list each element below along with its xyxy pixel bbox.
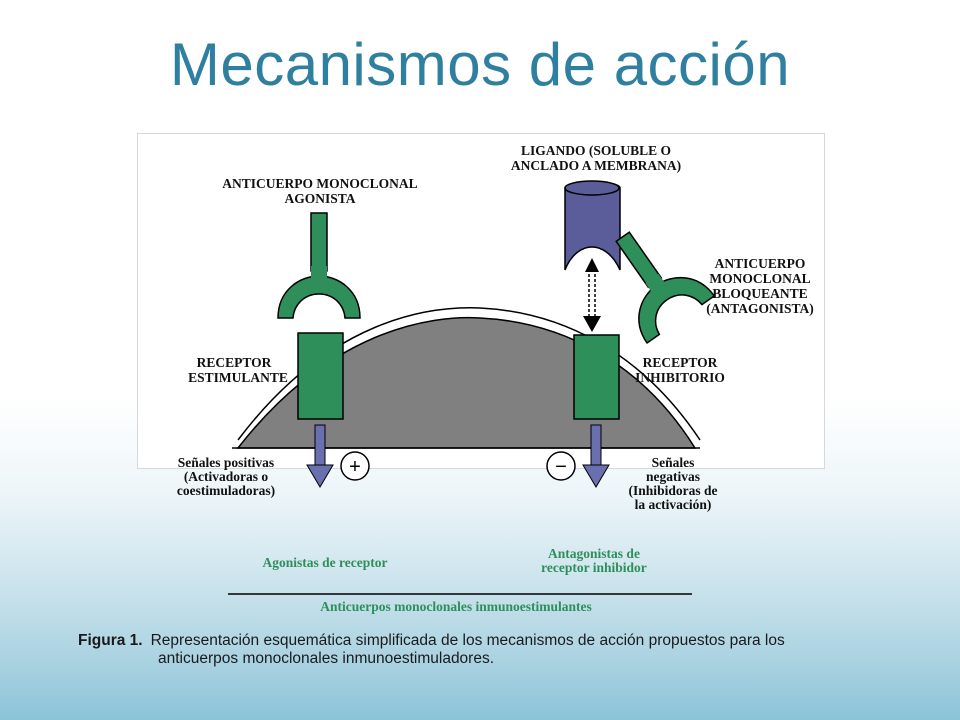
agonists-receptor-label: Agonistas de receptor (263, 555, 388, 570)
figure-caption: Figura 1. Representación esquemática simp… (78, 632, 928, 668)
pos-signal-line3: coestimuladoras) (177, 483, 275, 498)
neg-signal-line2: negativas (646, 469, 700, 484)
stim-receptor-label-line1: RECEPTOR (197, 355, 272, 370)
blocker-label-line3: BLOQUEANTE (712, 286, 807, 301)
caption-text-line1: Representación esquemática simplificada … (150, 632, 785, 649)
pos-signal-line2: (Activadoras o (184, 469, 269, 484)
minus-symbol: − (555, 456, 567, 478)
inhib-receptor-label-line1: RECEPTOR (643, 355, 718, 370)
plus-symbol: + (349, 456, 361, 478)
blocker-label-line1: ANTICUERPO (715, 256, 806, 271)
blocking-antibody (615, 231, 716, 345)
caption-text-line2: anticuerpos monoclonales inmunoestimulad… (158, 650, 495, 667)
stim-receptor-label-line2: ESTIMULANTE (188, 370, 288, 385)
slide-title: Mecanismos de acción (169, 31, 791, 98)
neg-signal-line3: (Inhibidoras de (629, 483, 718, 498)
positive-signal-arrow (306, 424, 334, 488)
bottom-category-label: Anticuerpos monoclonales inmunoestimulan… (320, 599, 592, 614)
agonist-label-line1: ANTICUERPO MONOCLONAL (222, 176, 417, 191)
ligand-binding-arrow (583, 258, 601, 332)
neg-signal-line4: la activación) (635, 497, 712, 512)
inhib-receptor-label-line2: INHIBITORIO (635, 370, 725, 385)
agonist-label-line2: AGONISTA (284, 191, 355, 206)
ligand-label-line2: ANCLADO A MEMBRANA) (511, 158, 681, 173)
minus-circle: − (546, 451, 576, 481)
negative-signal-arrow (582, 424, 610, 488)
neg-signal-line1: Señales (652, 455, 695, 470)
stimulating-receptor (297, 332, 344, 420)
antagonists-label-line2: receptor inhibidor (541, 560, 647, 575)
plus-circle: + (340, 451, 370, 481)
agonist-antibody (277, 212, 361, 319)
ligand-label-line1: LIGANDO (SOLUBLE O (521, 143, 671, 158)
antagonists-label-line1: Antagonistas de (548, 546, 640, 561)
blocker-label-line4: (ANTAGONISTA) (706, 301, 814, 316)
blocker-label-line2: MONOCLONAL (709, 271, 810, 286)
pos-signal-line1: Señales positivas (178, 455, 274, 470)
figure-label: Figura 1. (78, 632, 143, 649)
inhibitory-receptor (573, 334, 620, 420)
ligand-top (564, 180, 620, 196)
